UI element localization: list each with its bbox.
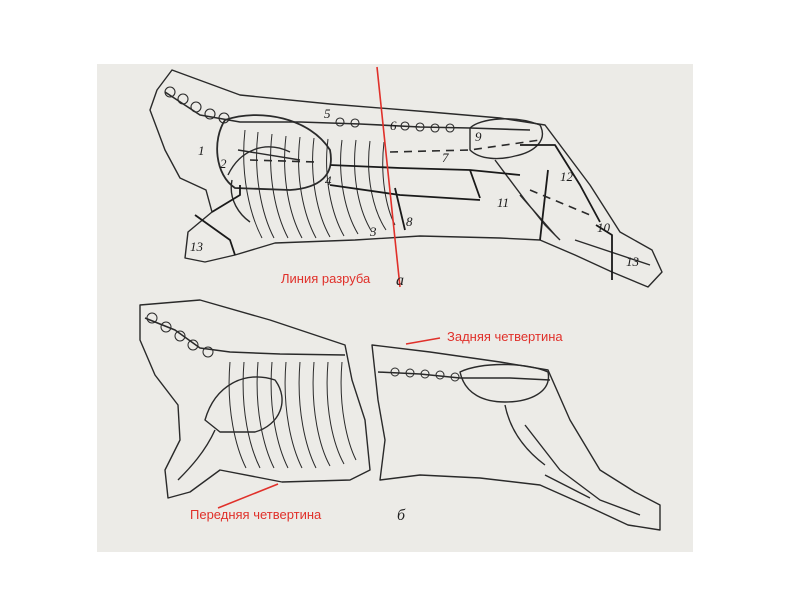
pelvis-b xyxy=(459,363,550,403)
cut-line-label: Линия разруба xyxy=(281,271,371,286)
part-number: 3 xyxy=(369,224,377,239)
shoulder-region-a xyxy=(216,114,332,191)
shoulder-bones-a xyxy=(227,146,301,223)
part-number: 8 xyxy=(406,214,413,229)
part-numbers: 1 2 3 4 5 6 7 8 9 10 11 12 13 13 xyxy=(190,106,640,269)
part-number: 2 xyxy=(220,156,227,171)
part-number: 13 xyxy=(626,254,640,269)
spine-b-left xyxy=(144,317,346,356)
part-number: 1 xyxy=(198,143,205,158)
part-number: 13 xyxy=(190,239,204,254)
hind-quarter-pointer xyxy=(405,337,441,345)
cut-region-lines-a xyxy=(194,144,613,280)
vertebrae-a xyxy=(164,86,455,133)
hind-quarter-label: Задняя четвертина xyxy=(447,329,563,344)
part-number: 12 xyxy=(560,169,574,184)
fore-quarter-pointer xyxy=(217,483,279,509)
figure-letter-b: б xyxy=(397,507,406,524)
scanned-page-background xyxy=(97,64,693,552)
spine-a xyxy=(164,91,531,131)
hind-leg-bones-a xyxy=(494,159,651,266)
carcass-outline-a xyxy=(149,69,663,288)
figure-letter-a: а xyxy=(396,272,404,289)
annotation-lines xyxy=(217,66,441,509)
vertebrae-b-right xyxy=(390,367,460,382)
part-number: 6 xyxy=(390,118,397,133)
fore-quarter-outline xyxy=(139,299,371,499)
fore-quarter-label: Передняя четвертина xyxy=(190,507,322,522)
part-number: 11 xyxy=(497,195,509,210)
hind-quarter-outline xyxy=(371,344,661,531)
ribs-a xyxy=(243,129,396,239)
vertebrae-b-left xyxy=(146,312,214,358)
cut-line-red xyxy=(376,66,401,288)
part-number: 9 xyxy=(475,129,482,144)
part-number: 4 xyxy=(325,173,332,188)
part-number: 5 xyxy=(324,106,331,121)
shoulder-bones-b xyxy=(177,376,283,481)
part-number: 10 xyxy=(597,220,611,235)
hind-leg-bones-b xyxy=(504,404,641,516)
dashed-guide-lines-a xyxy=(249,139,591,216)
spine-b-right xyxy=(377,371,551,381)
part-number: 7 xyxy=(442,150,449,165)
